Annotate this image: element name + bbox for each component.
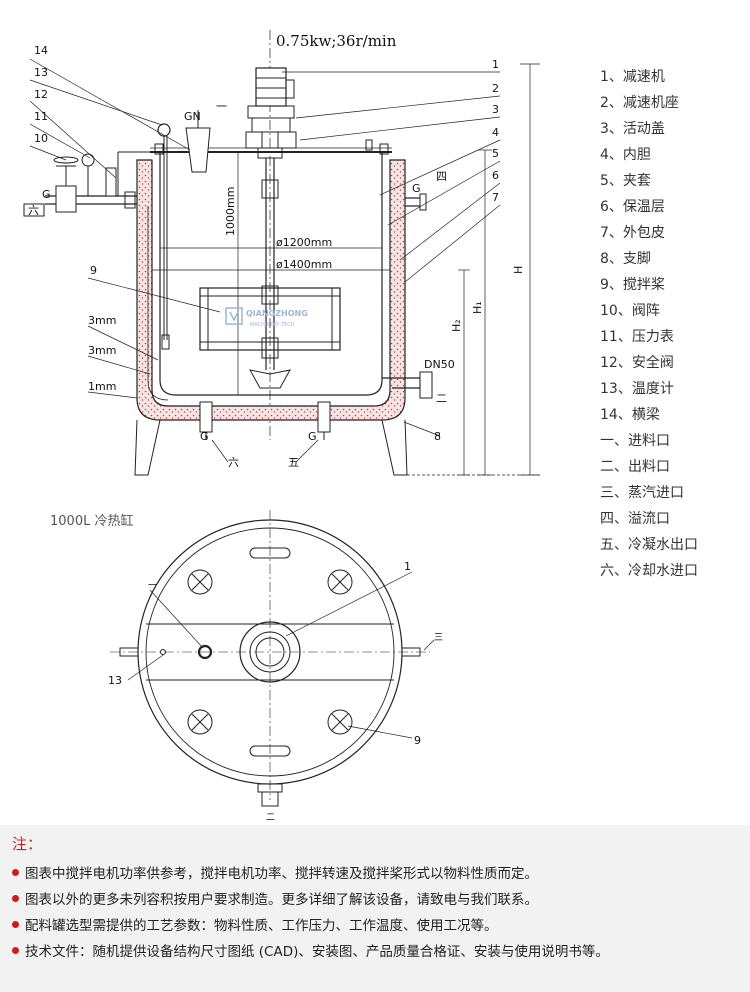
dim-h: H xyxy=(512,266,525,274)
svg-text:13: 13 xyxy=(34,66,48,79)
svg-text:三: 三 xyxy=(434,633,443,643)
svg-text:1: 1 xyxy=(404,560,411,573)
callout-9: 9 xyxy=(90,264,97,277)
bullet-dot-icon xyxy=(12,920,19,928)
legend-item: 10、阀阵 xyxy=(600,303,660,319)
svg-text:3mm: 3mm xyxy=(88,314,116,327)
legend-item: 1、减速机 xyxy=(600,69,665,85)
bullet-dot-icon xyxy=(12,868,19,876)
svg-text:六: 六 xyxy=(228,456,239,469)
notes-panel: 注： 图表中搅拌电机功率供参考，搅拌电机功率、搅拌转速及搅拌桨形式以物料性质而定… xyxy=(0,825,750,992)
svg-text:1: 1 xyxy=(492,58,499,71)
legend-item: 二、出料口 xyxy=(600,459,670,475)
note-text: 图表以外的更多未列容积按用户要求制造。更多详细了解该设备，请致电与我们联系。 xyxy=(25,892,538,908)
dim-height: 1000mm xyxy=(224,187,237,236)
svg-text:9: 9 xyxy=(414,734,421,747)
legend-item: 一、进料口 xyxy=(600,433,670,449)
svg-text:12: 12 xyxy=(34,88,48,101)
svg-text:7: 7 xyxy=(492,191,499,204)
leader-lines xyxy=(29,58,501,463)
legend-item: 6、保温层 xyxy=(600,199,665,215)
svg-text:6: 6 xyxy=(492,169,499,182)
legend-item: 7、外包皮 xyxy=(600,225,665,241)
svg-text:10: 10 xyxy=(34,132,48,145)
legend-item: 8、支脚 xyxy=(600,251,651,267)
label-g-right: G xyxy=(412,182,421,195)
plan-view xyxy=(110,510,435,807)
note-item: 技术文件：随机提供设备结构尺寸图纸 (CAD)、安装图、产品质量合格证、安装与使… xyxy=(12,939,609,965)
drawing-caption: 1000L 冷热缸 xyxy=(50,514,134,529)
parts-legend: 1、减速机 2、减速机座 3、活动盖 4、内胆 5、夹套 6、保温层 7、外包皮… xyxy=(600,64,745,584)
legend-item: 六、冷却水进口 xyxy=(600,563,698,579)
thickness-labels: 3mm 3mm 1mm xyxy=(88,314,116,393)
svg-text:3mm: 3mm xyxy=(88,344,116,357)
svg-text:13: 13 xyxy=(108,674,122,687)
bullet-dot-icon xyxy=(12,946,19,954)
notes-title: 注： xyxy=(12,835,43,853)
legend-item: 2、减速机座 xyxy=(600,95,679,111)
left-callouts: 14 13 12 11 10 xyxy=(34,44,48,145)
legend-item: 五、冷凝水出口 xyxy=(600,537,698,553)
label-gn: GN xyxy=(184,110,201,123)
port-labels: 一 六 四 二 六 五 xyxy=(28,100,447,469)
bullet-dot-icon xyxy=(12,894,19,902)
dim-h2: H₂ xyxy=(450,319,463,332)
svg-text:五: 五 xyxy=(288,456,299,469)
label-g-bottom-left: G xyxy=(200,430,209,443)
legend-item: 14、横梁 xyxy=(600,407,660,423)
svg-text:3: 3 xyxy=(492,103,499,116)
svg-text:14: 14 xyxy=(34,44,48,57)
svg-text:2: 2 xyxy=(492,82,499,95)
dim-h1: H₁ xyxy=(471,301,484,314)
legend-item: 5、夹套 xyxy=(600,173,651,189)
svg-text:一: 一 xyxy=(216,100,227,113)
svg-text:QIANGZHONG: QIANGZHONG xyxy=(246,309,308,318)
svg-text:11: 11 xyxy=(34,110,48,123)
dim-inner-diameter: ø1200mm xyxy=(276,236,332,249)
note-text: 配料罐选型需提供的工艺参数：物料性质、工作压力、工作温度、使用工况等。 xyxy=(25,918,498,934)
plan-labels: 1 13 9 一 三 二 xyxy=(108,560,443,823)
elevation-view xyxy=(23,30,433,476)
svg-text:1mm: 1mm xyxy=(88,380,116,393)
svg-text:二: 二 xyxy=(436,392,447,405)
right-callouts: 1 2 3 4 5 6 7 8 xyxy=(434,58,499,443)
svg-text:8: 8 xyxy=(434,430,441,443)
svg-text:5: 5 xyxy=(492,147,499,160)
legend-item: 9、搅拌桨 xyxy=(600,277,665,293)
notes-list: 图表中搅拌电机功率供参考，搅拌电机功率、搅拌转速及搅拌桨形式以物料性质而定。 图… xyxy=(12,861,609,965)
svg-text:MACHINERY TECH: MACHINERY TECH xyxy=(250,322,295,328)
legend-item: 四、溢流口 xyxy=(600,511,670,527)
legend-item: 三、蒸汽进口 xyxy=(600,485,684,501)
label-dn50: DN50 xyxy=(424,358,455,371)
label-g-left: G xyxy=(42,188,51,201)
legend-item: 11、压力表 xyxy=(600,329,674,345)
svg-text:四: 四 xyxy=(436,170,447,183)
note-text: 图表中搅拌电机功率供参考，搅拌电机功率、搅拌转速及搅拌桨形式以物料性质而定。 xyxy=(25,866,538,882)
svg-text:六: 六 xyxy=(28,204,39,217)
dim-outer-diameter: ø1400mm xyxy=(276,258,332,271)
svg-text:二: 二 xyxy=(266,813,275,823)
note-text: 技术文件：随机提供设备结构尺寸图纸 (CAD)、安装图、产品质量合格证、安装与使… xyxy=(25,944,609,960)
note-item: 配料罐选型需提供的工艺参数：物料性质、工作压力、工作温度、使用工况等。 xyxy=(12,913,609,939)
svg-text:4: 4 xyxy=(492,126,499,139)
brand-logo: QIANGZHONG MACHINERY TECH xyxy=(225,307,308,328)
tank-drawing: QIANGZHONG MACHINERY TECH 0.75kw;36r/min… xyxy=(23,30,540,823)
note-item: 图表中搅拌电机功率供参考，搅拌电机功率、搅拌转速及搅拌桨形式以物料性质而定。 xyxy=(12,861,609,887)
svg-text:一: 一 xyxy=(148,581,157,591)
legend-item: 3、活动盖 xyxy=(600,121,665,137)
legend-item: 4、内胆 xyxy=(600,147,651,163)
label-g-bottom-right: G xyxy=(308,430,317,443)
note-item: 图表以外的更多未列容积按用户要求制造。更多详细了解该设备，请致电与我们联系。 xyxy=(12,887,609,913)
legend-item: 13、温度计 xyxy=(600,381,674,397)
dimension-lines xyxy=(152,63,540,476)
motor-spec: 0.75kw;36r/min xyxy=(276,32,397,50)
legend-item: 12、安全阀 xyxy=(600,355,674,371)
